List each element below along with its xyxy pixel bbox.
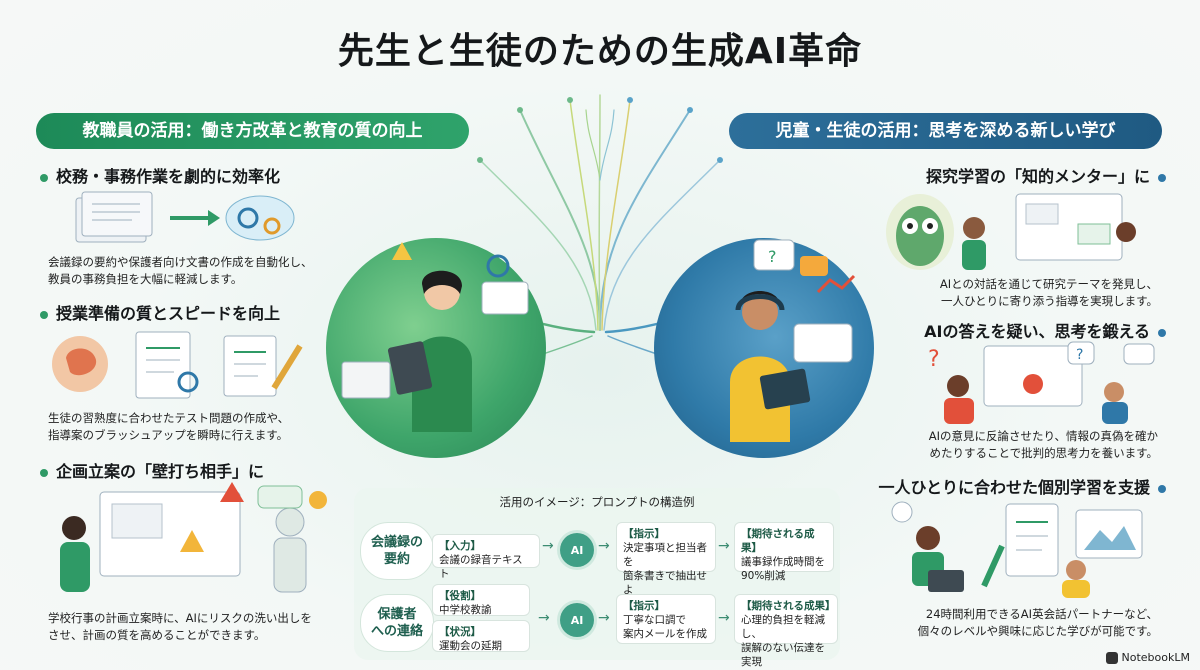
- bullet-dot: [1158, 484, 1166, 493]
- left-section-1-desc-line: 会議録の要約や保護者向け文書の作成を自動化し、: [48, 255, 313, 269]
- documents-to-cloud-illustration: [75, 191, 295, 243]
- result-tag: 【期待される成果】: [741, 600, 836, 612]
- right-section-3-desc: 24時間利用できるAI英会話パートナーなど、 個々のレベルや興味に応じた学びが可…: [918, 606, 1158, 640]
- left-section-2-desc-line: 指導案のブラッシュアップを瞬時に行えます。: [48, 428, 289, 442]
- left-section-3-title-text: 企画立案の「壁打ち相手」に: [56, 462, 265, 481]
- arrow-icon: →: [542, 538, 554, 554]
- teacher-with-tablet-illustration: [341, 242, 529, 432]
- left-section-1-desc: 会議録の要約や保護者向け文書の作成を自動化し、 教員の事務負担を大幅に軽減します…: [48, 254, 313, 288]
- instruction-text: 丁寧な口調で: [623, 614, 686, 626]
- left-section-1-desc-line: 教員の事務負担を大幅に軽減します。: [48, 272, 243, 286]
- input-text: 会議の録音テキスト: [439, 554, 523, 580]
- right-section-3-title-text: 一人ひとりに合わせた個別学習を支援: [878, 478, 1150, 497]
- input-tag: 【役割】: [439, 590, 481, 602]
- right-section-1-desc-line: AIとの対話を通じて研究テーマを発見し、: [939, 277, 1158, 291]
- left-section-3-desc-line: させ、計画の質を高めることができます。: [48, 628, 266, 642]
- student-usage-banner: 児童・生徒の活用：思考を深める新しい学び: [729, 113, 1162, 149]
- staff-usage-banner: 教職員の活用：働き方改革と教育の質の向上: [36, 113, 469, 149]
- prompt-row-label-line: 会議録の: [370, 535, 423, 550]
- prompt-row-label-line: 保護者: [377, 607, 417, 622]
- input-text: 運動会の延期: [439, 640, 502, 652]
- result-tag: 【期待される成果】: [741, 528, 815, 554]
- student-with-headphones-illustration: ?: [730, 239, 856, 442]
- right-section-3-desc-line: 24時間利用できるAI英会話パートナーなど、: [925, 607, 1158, 621]
- prompt-row-1-result-box: 【期待される成果】 議事録作成時間を 90%削減: [734, 522, 834, 582]
- left-section-3-desc: 学校行事の計画立案時に、AIにリスクの洗い出しを させ、計画の質を高めることがで…: [48, 610, 312, 644]
- prompt-row-1-instruction-box: 【指示】 決定事項と担当者を 箇条書きで抽出せよ: [616, 522, 716, 596]
- right-section-2-desc-line: AIの意見に反論させたり、情報の真偽を確か: [928, 429, 1158, 443]
- page-title: 先生と生徒のための生成AI革命: [337, 31, 863, 72]
- svg-text:?: ?: [768, 247, 777, 266]
- prompt-row-2-result-box: 【期待される成果】 心理的負担を軽減し、 誤解のない伝達を実現: [734, 594, 838, 668]
- prompt-row-2-label: 保護者への連絡: [360, 594, 434, 652]
- teacher-and-robot-planning-illustration: [60, 482, 327, 593]
- instruction-tag: 【指示】: [623, 600, 665, 612]
- input-tag: 【状況】: [439, 626, 481, 638]
- right-section-3-desc-line: 個々のレベルや興味に応じた学びが可能です。: [917, 624, 1158, 638]
- left-section-1-title-text: 校務・事務作業を劇的に効率化: [56, 167, 281, 186]
- left-section-2-desc-line: 生徒の習熟度に合わせたテスト問題の作成や、: [48, 411, 290, 425]
- input-tag: 【入力】: [439, 540, 481, 552]
- arrow-icon: →: [598, 538, 610, 554]
- right-section-1-title-text: 探究学習の「知的メンター」に: [925, 167, 1150, 186]
- right-section-2-desc: AIの意見に反論させたり、情報の真偽を確か めたりすることで批判的思考力を養いま…: [929, 428, 1158, 462]
- prompt-example-title: 活用のイメージ：プロンプトの構造例: [499, 495, 695, 509]
- instruction-tag: 【指示】: [623, 528, 665, 540]
- arrow-icon: →: [538, 610, 550, 626]
- bullet-dot: [40, 310, 48, 319]
- bullet-dot: [1158, 328, 1166, 337]
- prompt-row-2-role-box: 【役割】 中学校教諭: [432, 584, 530, 616]
- left-section-2-title-text: 授業準備の質とスピードを向上: [56, 304, 281, 323]
- notebooklm-badge-text: NotebookLM: [1121, 651, 1190, 664]
- right-section-2-desc-line: めたりすることで批判的思考力を養います。: [929, 446, 1158, 460]
- right-section-2-title-text: AIの答えを疑い、思考を鍛える: [924, 322, 1150, 341]
- left-section-2-desc: 生徒の習熟度に合わせたテスト問題の作成や、 指導案のブラッシュアップを瞬時に行え…: [48, 410, 289, 444]
- arrow-icon: →: [718, 538, 730, 554]
- instruction-text: 案内メールを作成: [623, 628, 707, 640]
- instruction-text: 箇条書きで抽出せよ: [623, 570, 707, 596]
- result-text: 誤解のない伝達を実現: [741, 642, 825, 668]
- brain-to-documents-illustration: [52, 331, 303, 399]
- right-section-2-title: AIの答えを疑い、思考を鍛える: [924, 318, 1166, 342]
- input-text: 中学校教諭: [439, 604, 492, 616]
- bullet-dot: [1158, 173, 1166, 182]
- owl-mentor-illustration: [886, 193, 1136, 270]
- left-section-2-title: 授業準備の質とスピードを向上: [40, 300, 280, 324]
- instruction-text: 決定事項と担当者を: [623, 542, 707, 568]
- right-section-1-title: 探究学習の「知的メンター」に: [926, 163, 1166, 187]
- left-section-3-title: 企画立案の「壁打ち相手」に: [40, 458, 264, 482]
- arrow-icon: →: [718, 610, 730, 626]
- ai-node-icon: AI: [560, 603, 594, 637]
- right-section-3-title: 一人ひとりに合わせた個別学習を支援: [878, 474, 1166, 498]
- notebooklm-badge: NotebookLM: [1105, 651, 1190, 664]
- prompt-row-1-label: 会議録の要約: [360, 522, 434, 580]
- result-text: 議事録作成時間を: [741, 556, 825, 568]
- svg-text:?: ?: [1076, 347, 1083, 363]
- result-text: 心理的負担を軽減し、: [741, 614, 825, 640]
- prompt-row-1-input-box: 【入力】 会議の録音テキスト: [432, 534, 540, 580]
- notebooklm-logo-icon: [1105, 651, 1118, 664]
- bullet-dot: [40, 468, 48, 477]
- ai-node-icon: AI: [560, 533, 594, 567]
- prompt-row-label-line: への連絡: [370, 624, 423, 639]
- prompt-row-2-situation-box: 【状況】 運動会の延期: [432, 620, 530, 652]
- right-section-1-desc: AIとの対話を通じて研究テーマを発見し、 一人ひとりに寄り添う指導を実現します。: [940, 276, 1158, 310]
- result-text: 90%削減: [741, 570, 786, 582]
- svg-text:?: ?: [928, 347, 940, 372]
- prompt-row-label-line: 要約: [383, 552, 410, 567]
- arrow-icon: →: [598, 610, 610, 626]
- left-section-3-desc-line: 学校行事の計画立案時に、AIにリスクの洗い出しを: [48, 611, 312, 625]
- critical-thinking-illustration: ? ?: [928, 341, 1155, 424]
- bullet-dot: [40, 173, 48, 182]
- left-section-1-title: 校務・事務作業を劇的に効率化: [40, 163, 280, 187]
- individual-learning-illustration: [891, 501, 1143, 598]
- right-section-1-desc-line: 一人ひとりに寄り添う指導を実現します。: [940, 294, 1158, 308]
- prompt-row-2-instruction-box: 【指示】 丁寧な口調で 案内メールを作成: [616, 594, 716, 644]
